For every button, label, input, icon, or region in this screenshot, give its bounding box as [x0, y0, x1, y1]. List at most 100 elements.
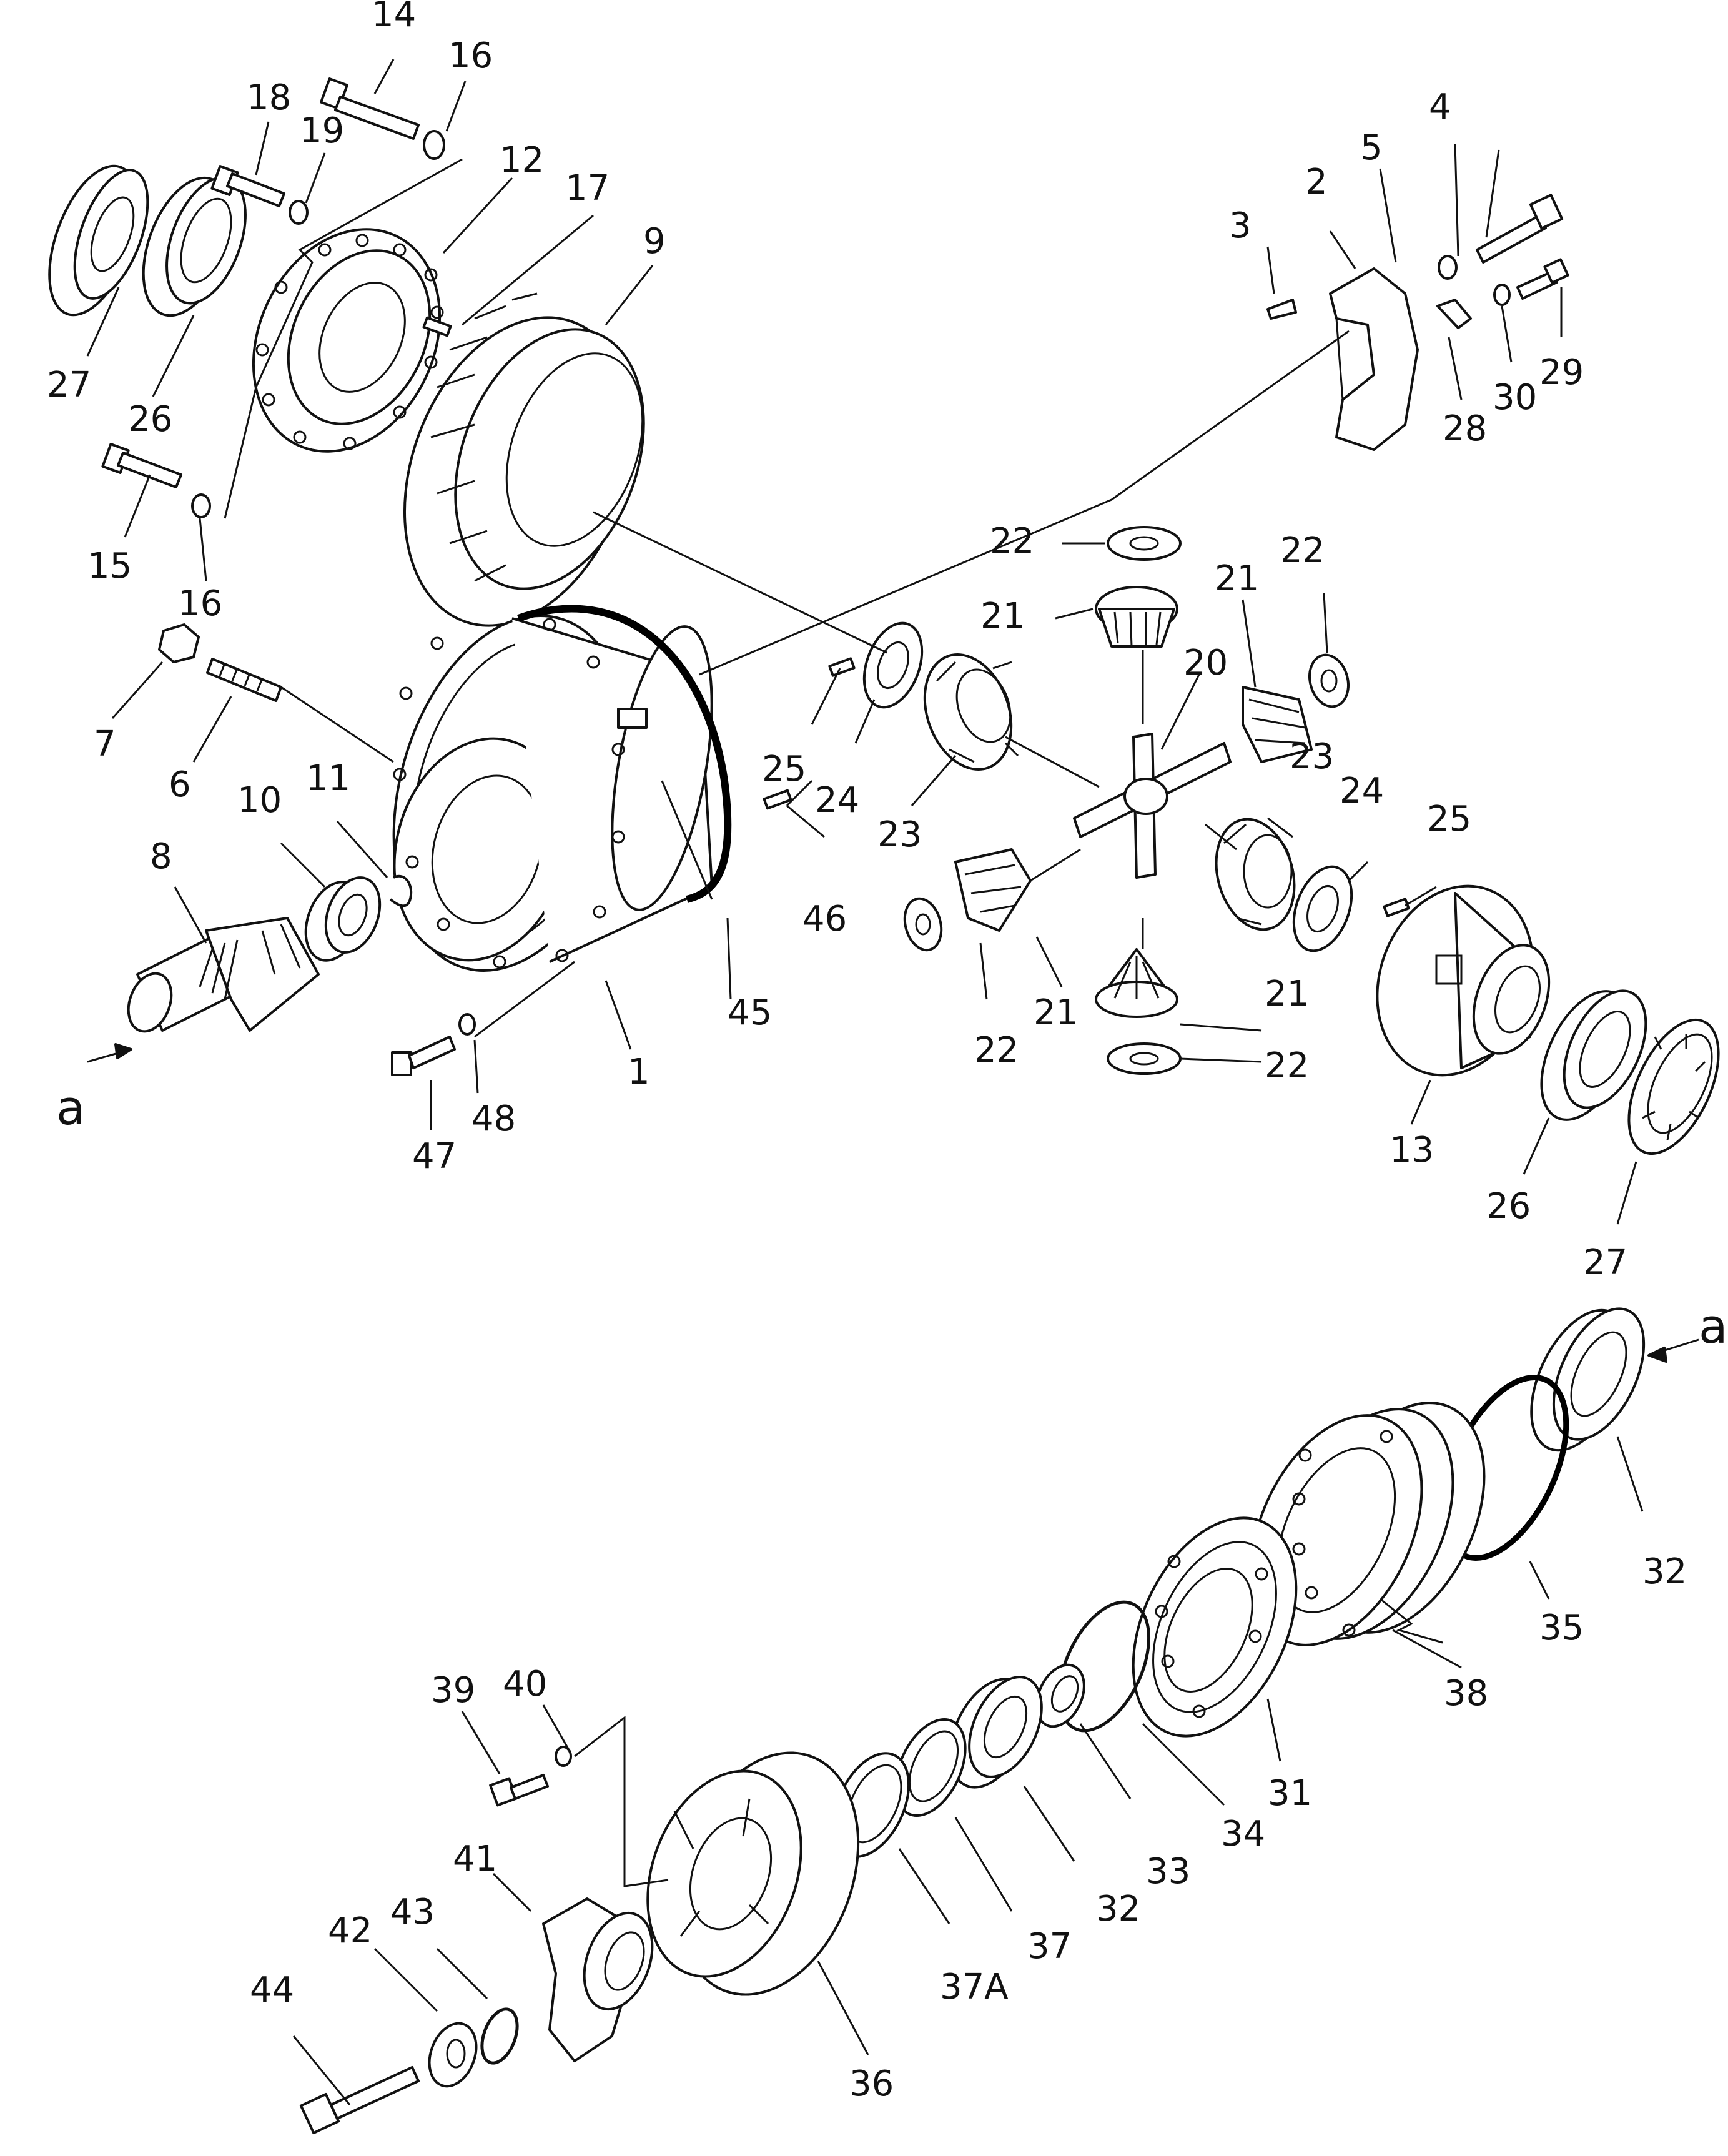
- part-37-bearing-race: [894, 1718, 967, 1817]
- part-21-pinion-bottom: [1095, 948, 1178, 1018]
- callout-34: 34: [1221, 1814, 1265, 1854]
- callout-2: 2: [1305, 162, 1328, 202]
- part-2-bearing-cap: [1329, 267, 1419, 451]
- callout-25: 25: [762, 749, 806, 789]
- callout-8: 8: [150, 836, 172, 877]
- part-27-oil-seal: [48, 164, 149, 317]
- callout-5: 5: [1360, 127, 1383, 168]
- callout-16b: 16: [178, 583, 222, 624]
- part-22-washer-bottom: [1107, 1042, 1182, 1075]
- callout-38: 38: [1444, 1673, 1488, 1714]
- part-41-yoke: [542, 1897, 654, 2062]
- part-22-washer-right: [1308, 653, 1350, 708]
- callout-42: 42: [328, 1911, 372, 1951]
- part-36-pinion-housing: [646, 1751, 860, 1996]
- part-19-washer: [289, 200, 309, 225]
- part-40-washer: [555, 1746, 572, 1767]
- callout-22b: 22: [1280, 530, 1325, 571]
- part-23-side-gear-left: [923, 653, 1019, 771]
- view-marker-a-right: a: [1699, 1298, 1728, 1354]
- part-30-washer: [1493, 284, 1511, 306]
- callout-27: 27: [47, 365, 91, 405]
- callout-43: 43: [390, 1892, 435, 1932]
- callout-36: 36: [849, 2064, 894, 2104]
- part-34-o-ring: [1057, 1600, 1151, 1733]
- callout-4: 4: [1429, 87, 1451, 127]
- callout-39: 39: [431, 1670, 475, 1711]
- callout-33: 33: [1146, 1851, 1190, 1892]
- callout-21a: 21: [980, 596, 1025, 636]
- callout-9: 9: [643, 221, 666, 262]
- part-24-thrust-washer-right: [1292, 865, 1353, 952]
- callout-20: 20: [1183, 643, 1228, 683]
- callout-28: 28: [1443, 408, 1487, 449]
- part-21-pinion-left: [954, 848, 1032, 932]
- callout-26: 26: [128, 399, 172, 440]
- view-marker-a-left: a: [56, 1080, 86, 1135]
- part-17-pin: [422, 316, 452, 337]
- part-32-bearing-upper: [1530, 1307, 1646, 1452]
- part-32-bearing-lower: [949, 1676, 1043, 1789]
- callout-32a: 32: [1642, 1551, 1687, 1592]
- part-24-thrust-washer-left: [862, 621, 924, 709]
- part-46-pin: [763, 789, 792, 810]
- callout-23: 23: [877, 814, 922, 855]
- callout-labels: 14 16 18 19 12 17 9 27 26 15 16 7 6 10 1…: [47, 0, 1728, 2104]
- callout-22d: 22: [1265, 1046, 1309, 1086]
- callout-6: 6: [169, 764, 191, 805]
- callout-41: 41: [453, 1839, 497, 1879]
- part-13-differential-case: [1376, 884, 1551, 1077]
- part-14-bolt: [320, 77, 420, 140]
- callout-14: 14: [372, 0, 416, 35]
- part-16-washer-top: [423, 130, 445, 160]
- part-28-lock-plate: [1436, 299, 1472, 329]
- callout-21d: 21: [1265, 974, 1309, 1014]
- callout-46: 46: [802, 899, 847, 939]
- callout-21c: 21: [1034, 992, 1078, 1033]
- part-20-spider: [1073, 733, 1232, 879]
- callout-25b: 25: [1427, 799, 1471, 839]
- part-7-nut: [158, 623, 200, 663]
- callout-24b: 24: [1340, 771, 1384, 811]
- part-5-washer: [1438, 255, 1458, 280]
- part-16-washer-bottom: [191, 493, 211, 518]
- part-47-bolt: [391, 1036, 456, 1076]
- callout-17: 17: [565, 168, 610, 209]
- callout-48: 48: [471, 1099, 516, 1139]
- callout-10: 10: [237, 780, 282, 821]
- callout-29: 29: [1539, 352, 1584, 393]
- part-11-snap-ring: [389, 874, 413, 907]
- part-12-bearing-cage: [252, 228, 444, 453]
- part-3-pin: [1266, 299, 1297, 320]
- part-22-washer-left: [903, 897, 943, 952]
- callout-35: 35: [1539, 1608, 1584, 1648]
- part-21-pinion-right: [1242, 686, 1313, 763]
- callout-37: 37: [1027, 1926, 1072, 1967]
- part-25-pin-right: [1383, 898, 1410, 917]
- part-25-pin-left: [828, 657, 856, 677]
- callout-11: 11: [306, 758, 350, 799]
- part-26-bearing-right: [1540, 989, 1647, 1121]
- callout-27b: 27: [1583, 1242, 1627, 1283]
- part-22-washer-top: [1107, 526, 1182, 561]
- part-4-bolt: [1476, 194, 1564, 264]
- callout-44: 44: [250, 1970, 294, 2010]
- callout-22a: 22: [990, 521, 1034, 561]
- part-31-bearing-cage: [1132, 1516, 1298, 1738]
- part-44-bolt: [299, 2066, 420, 2135]
- callout-45: 45: [728, 992, 772, 1033]
- callout-3: 3: [1229, 205, 1252, 246]
- part-21-pinion-top: [1095, 586, 1178, 648]
- callout-13: 13: [1390, 1130, 1434, 1170]
- callout-21b: 21: [1215, 558, 1259, 599]
- leader-lines: [86, 59, 1699, 2105]
- part-1-differential-housing: [392, 615, 713, 972]
- part-27-oil-seal-right: [1627, 1018, 1720, 1155]
- callout-47: 47: [412, 1136, 457, 1177]
- part-39-bolt: [489, 1774, 549, 1807]
- part-8-pinion: [127, 917, 320, 1033]
- part-10-bearing: [304, 876, 382, 962]
- callout-26b: 26: [1486, 1186, 1531, 1227]
- callout-12: 12: [500, 140, 544, 180]
- callout-19: 19: [300, 111, 344, 151]
